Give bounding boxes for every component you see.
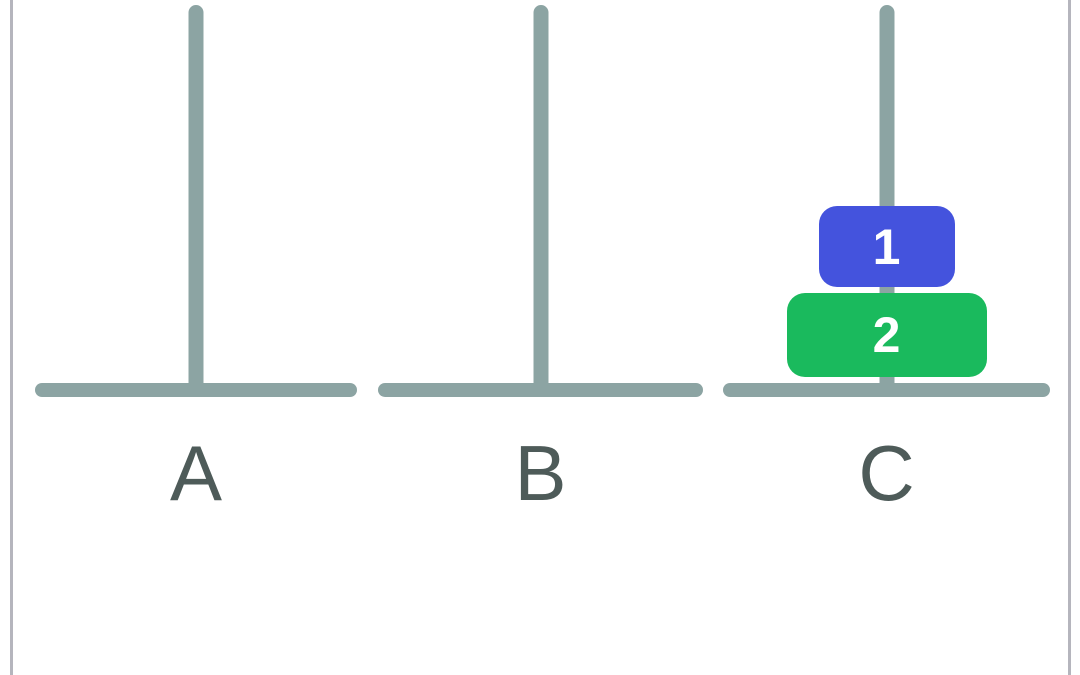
peg-c-label: C [858,429,915,517]
peg-a-base [35,383,357,397]
peg-c-base [723,383,1050,397]
peg-b-base [378,383,703,397]
disk-1-label: 1 [872,218,901,275]
peg-b-rod [533,5,548,391]
peg-a[interactable]: A [35,0,357,560]
disk-1[interactable]: 1 [818,206,955,287]
peg-a-label: A [169,429,223,517]
peg-c[interactable]: C 1 2 [723,0,1050,560]
right-frame-border [1068,0,1071,675]
left-frame-border [10,0,13,675]
peg-a-rod [188,5,204,391]
disk-2[interactable]: 2 [786,293,987,377]
peg-b-label: B [514,429,567,517]
disk-2-label: 2 [872,307,901,363]
peg-b[interactable]: B [378,0,703,560]
